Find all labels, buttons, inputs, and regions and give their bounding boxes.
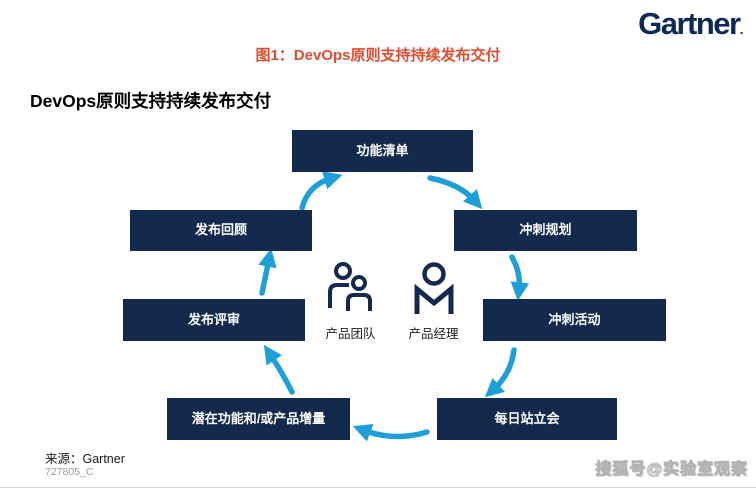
document-id: 727805_C bbox=[45, 466, 94, 478]
arrow-daily-standup-to-increment bbox=[352, 423, 430, 442]
bottom-divider bbox=[0, 487, 756, 488]
sohu-watermark: 搜狐号@实验室观察 bbox=[595, 461, 748, 479]
product-team: 产品团队 bbox=[322, 262, 379, 342]
arrow-sprint-planning-to-sprint-activity bbox=[509, 254, 530, 301]
box-sprint-activity: 冲刺活动 bbox=[483, 299, 666, 341]
box-release-review: 发布评审 bbox=[123, 299, 305, 341]
arrow-retrospective-to-backlog bbox=[299, 171, 343, 211]
arrow-sprint-activity-to-daily-standup bbox=[484, 347, 517, 398]
product-team-icon bbox=[327, 262, 372, 311]
arrow-increment-to-release-review bbox=[263, 344, 295, 395]
product-team-label: 产品团队 bbox=[325, 327, 376, 341]
arrow-release-review-to-retrospective bbox=[258, 248, 277, 296]
arrow-backlog-to-sprint-planning bbox=[427, 175, 483, 210]
product-manager: 产品经理 bbox=[405, 262, 462, 342]
box-daily-standup: 每日站立会 bbox=[437, 398, 617, 440]
source-attribution: 来源：Gartner bbox=[45, 452, 125, 466]
box-product-increment: 潜在功能和/或产品增量 bbox=[167, 398, 350, 440]
product-manager-label: 产品经理 bbox=[408, 327, 459, 341]
box-sprint-planning: 冲刺规划 bbox=[454, 210, 637, 251]
box-release-retrospective: 发布回顾 bbox=[130, 210, 312, 251]
gartner-logo: Gartner. bbox=[638, 6, 744, 42]
center-personas: 产品团队 产品经理 bbox=[322, 262, 462, 342]
registered-mark-dot: . bbox=[739, 21, 744, 37]
gartner-logo-text: Gartner bbox=[638, 6, 741, 41]
box-feature-backlog: 功能清单 bbox=[292, 130, 473, 172]
product-manager-icon bbox=[414, 262, 453, 314]
page-title: DevOps原则支持持续发布交付 bbox=[30, 91, 272, 111]
figure-caption: 图1：DevOps原则支持持续发布交付 bbox=[255, 47, 501, 64]
